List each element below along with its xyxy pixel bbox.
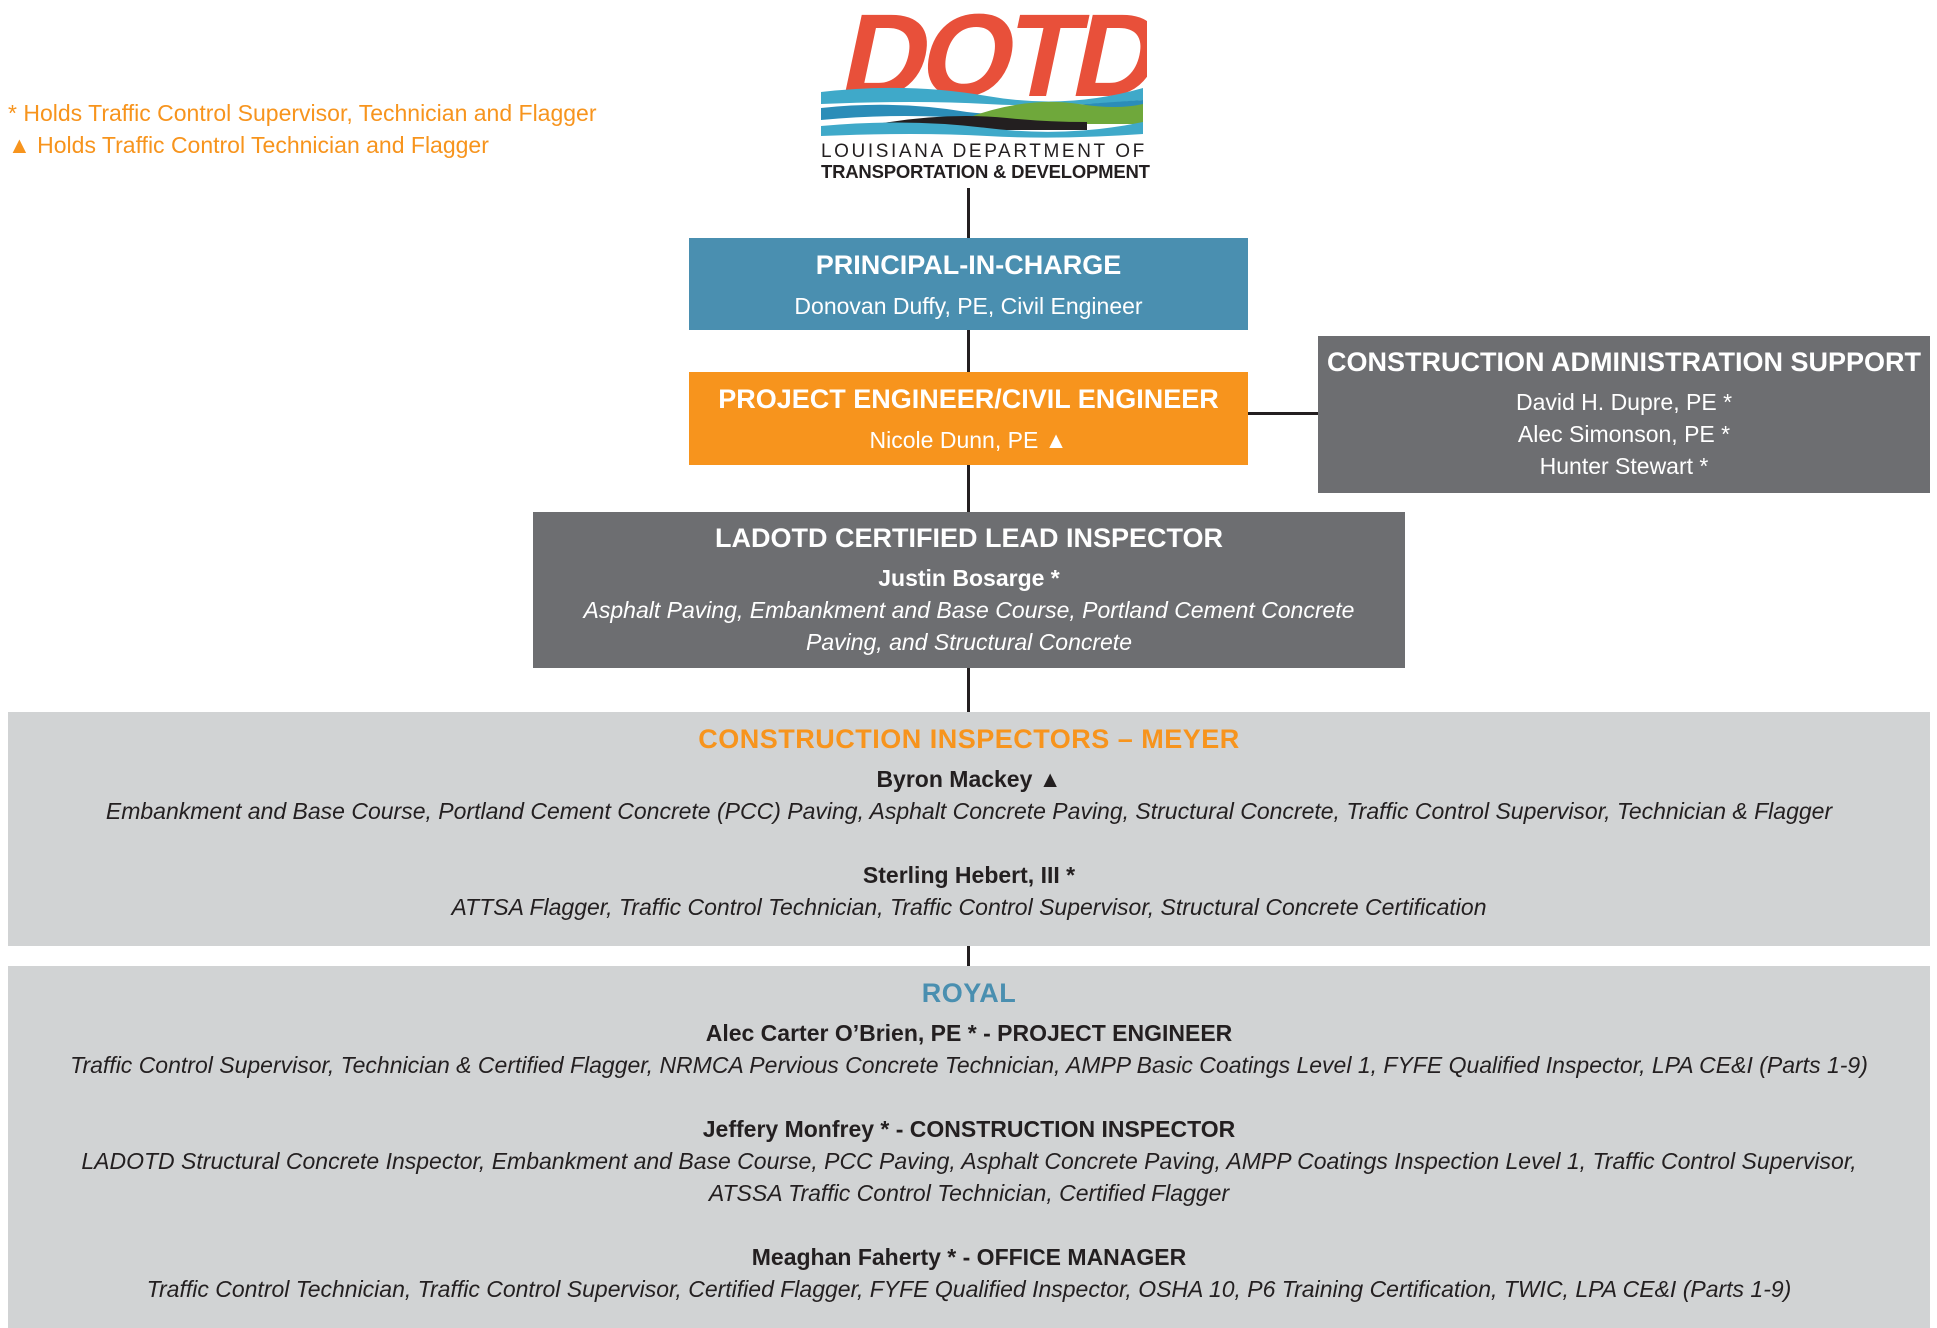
person-certifications: LADOTD Structural Concrete Inspector, Em… (81, 1148, 1857, 1174)
logo-text-line1: LOUISIANA DEPARTMENT OF (821, 141, 1147, 162)
dotd-logo: DOTD LOUISIANA DEPARTMENT OF TRANSPORTAT… (817, 0, 1150, 184)
person-certifications: ATSSA Traffic Control Technician, Certif… (708, 1180, 1230, 1206)
royal-person: Meaghan Faherty * - OFFICE MANAGER Traff… (8, 1241, 1930, 1305)
person-name: Byron Mackey ▲ (876, 766, 1062, 792)
person-name: Jeffery Monfrey * - CONSTRUCTION INSPECT… (702, 1116, 1236, 1142)
meyer-person: Byron Mackey ▲ Embankment and Base Cours… (8, 763, 1930, 827)
admin-member: David H. Dupre, PE * (1515, 389, 1733, 415)
project-engineer-name: Nicole Dunn, PE ▲ (869, 427, 1068, 453)
admin-support-title: CONSTRUCTION ADMINISTRATION SUPPORT (1327, 347, 1921, 377)
principal-in-charge-box: PRINCIPAL-IN-CHARGE Donovan Duffy, PE, C… (689, 238, 1248, 330)
lead-inspector-title: LADOTD CERTIFIED LEAD INSPECTOR (714, 523, 1224, 553)
admin-support-box: CONSTRUCTION ADMINISTRATION SUPPORT Davi… (1318, 336, 1930, 493)
royal-person: Jeffery Monfrey * - CONSTRUCTION INSPECT… (8, 1113, 1930, 1209)
meyer-heading: CONSTRUCTION INSPECTORS – MEYER (698, 724, 1240, 754)
person-certifications: Embankment and Base Course, Portland Cem… (105, 798, 1833, 824)
person-certifications: Traffic Control Technician, Traffic Cont… (146, 1276, 1792, 1302)
legend-line-technician: ▲ Holds Traffic Control Technician and F… (8, 132, 489, 158)
meyer-inspectors-panel: CONSTRUCTION INSPECTORS – MEYER Byron Ma… (8, 712, 1930, 946)
logo-text-line2: TRANSPORTATION & DEVELOPMENT (821, 161, 1150, 182)
meyer-person: Sterling Hebert, III * ATTSA Flagger, Tr… (8, 859, 1930, 923)
project-engineer-box: PROJECT ENGINEER/CIVIL ENGINEER Nicole D… (689, 372, 1248, 465)
principal-title: PRINCIPAL-IN-CHARGE (815, 250, 1122, 280)
connector-principal-project (967, 330, 970, 372)
connector-lead-meyer (967, 668, 970, 712)
dotd-logo-graphic: DOTD (821, 0, 1147, 138)
connector-meyer-royal (967, 946, 970, 966)
royal-panel: ROYAL Alec Carter O’Brien, PE * - PROJEC… (8, 966, 1930, 1328)
lead-inspector-desc-line2: Paving, and Structural Concrete (805, 629, 1132, 655)
royal-person: Alec Carter O’Brien, PE * - PROJECT ENGI… (8, 1017, 1930, 1081)
lead-inspector-name: Justin Bosarge * (878, 565, 1060, 591)
person-name: Meaghan Faherty * - OFFICE MANAGER (751, 1244, 1187, 1270)
admin-member: Hunter Stewart * (1539, 453, 1709, 479)
person-name: Alec Carter O’Brien, PE * - PROJECT ENGI… (705, 1020, 1233, 1046)
principal-name: Donovan Duffy, PE, Civil Engineer (794, 293, 1143, 319)
royal-heading: ROYAL (921, 978, 1017, 1008)
project-engineer-title: PROJECT ENGINEER/CIVIL ENGINEER (718, 384, 1219, 414)
person-name: Sterling Hebert, III * (862, 862, 1076, 888)
connector-project-lead (967, 465, 970, 512)
person-certifications: Traffic Control Supervisor, Technician &… (70, 1052, 1868, 1078)
legend: * Holds Traffic Control Supervisor, Tech… (8, 97, 597, 161)
lead-inspector-desc-line1: Asphalt Paving, Embankment and Base Cour… (583, 597, 1355, 623)
lead-inspector-box: LADOTD CERTIFIED LEAD INSPECTOR Justin B… (533, 512, 1405, 668)
connector-logo-principal (967, 188, 970, 238)
admin-member: Alec Simonson, PE * (1517, 421, 1731, 447)
person-certifications: ATTSA Flagger, Traffic Control Technicia… (451, 894, 1487, 920)
connector-project-admin (1248, 412, 1318, 415)
legend-line-supervisor: * Holds Traffic Control Supervisor, Tech… (8, 100, 597, 126)
